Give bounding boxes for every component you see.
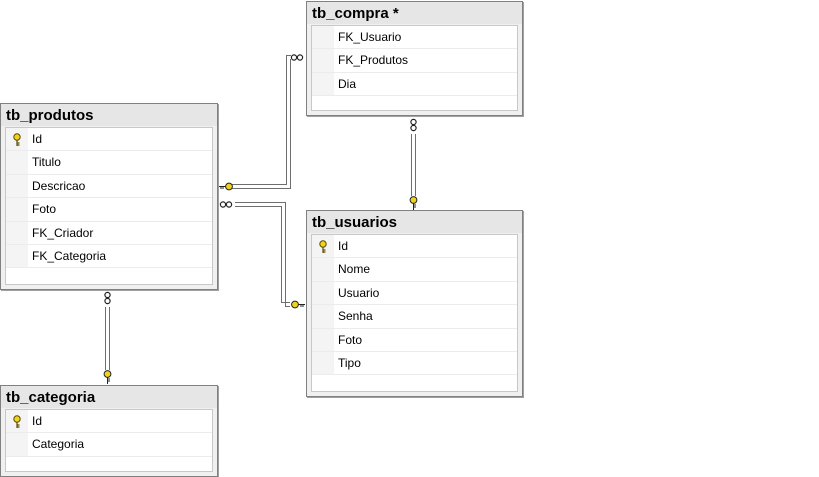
column-name: Id (338, 239, 349, 253)
key-icon (319, 240, 327, 253)
column-row[interactable]: Senha (312, 305, 517, 329)
column-row[interactable]: Titulo (6, 151, 212, 175)
relationship-produtos-usuarios (235, 202, 290, 307)
column-name: Titulo (32, 155, 61, 170)
column-name: Usuario (338, 285, 380, 300)
column-name: Descricao (32, 178, 86, 193)
column-name: Senha (338, 309, 373, 324)
infinity-endpoint-icon (290, 54, 304, 61)
column-row[interactable]: Foto (6, 198, 212, 222)
column-name: FK_Produtos (338, 53, 409, 68)
table-tb-produtos[interactable]: tb_produtos Id Titulo Descricao Foto FK_… (0, 103, 218, 290)
column-name: FK_Criador (32, 225, 94, 240)
relationship-compra-produtos (232, 55, 291, 185)
column-name: Foto (338, 332, 363, 347)
column-row[interactable]: FK_Categoria (6, 244, 212, 269)
column-row[interactable]: FK_Usuario (312, 26, 517, 50)
infinity-endpoint-icon (219, 201, 233, 208)
column-name: Foto (32, 202, 57, 217)
column-list: FK_Usuario FK_Produtos Dia (311, 25, 518, 111)
column-row[interactable]: FK_Produtos (312, 49, 517, 73)
column-row[interactable]: Descricao (6, 174, 212, 199)
column-row[interactable]: Tipo (312, 351, 517, 376)
table-title: tb_compra * (307, 2, 522, 24)
column-row[interactable]: Foto (312, 328, 517, 352)
column-row[interactable]: Id (312, 235, 517, 259)
table-tb-compra[interactable]: tb_compra * FK_Usuario FK_Produtos Dia (306, 1, 523, 116)
column-name: Dia (338, 76, 357, 91)
column-list: Id Nome Usuario Senha Foto Tipo (311, 234, 518, 392)
column-row[interactable]: Dia (312, 72, 517, 97)
key-endpoint-icon (219, 182, 233, 191)
column-name: Nome (338, 262, 371, 277)
table-title: tb_produtos (1, 104, 217, 126)
column-name: Id (32, 132, 43, 146)
column-list: Id Titulo Descricao Foto FK_Criador FK_C… (5, 127, 213, 285)
column-row[interactable]: Id (6, 410, 212, 434)
table-tb-categoria[interactable]: tb_categoria Id Categoria (0, 385, 218, 477)
column-name: Tipo (338, 355, 361, 370)
key-endpoint-icon (291, 300, 305, 309)
infinity-endpoint-icon (104, 291, 111, 305)
column-list: Id Categoria (5, 409, 213, 472)
column-name: Categoria (32, 437, 85, 452)
column-row[interactable]: Usuario (312, 281, 517, 306)
key-endpoint-icon (409, 196, 418, 210)
column-row[interactable]: Categoria (6, 433, 212, 457)
key-endpoint-icon (103, 370, 112, 384)
table-title: tb_categoria (1, 386, 217, 408)
infinity-endpoint-icon (410, 118, 417, 132)
column-row[interactable]: FK_Criador (6, 221, 212, 245)
column-name: FK_Categoria (32, 248, 107, 263)
key-icon (13, 133, 21, 146)
table-tb-usuarios[interactable]: tb_usuarios Id Nome Usuario Senha Foto (306, 210, 523, 397)
column-row[interactable]: Nome (312, 258, 517, 282)
column-name: Id (32, 414, 43, 428)
column-name: FK_Usuario (338, 30, 402, 44)
column-row[interactable]: Id (6, 128, 212, 152)
table-title: tb_usuarios (307, 211, 522, 233)
key-icon (13, 415, 21, 428)
